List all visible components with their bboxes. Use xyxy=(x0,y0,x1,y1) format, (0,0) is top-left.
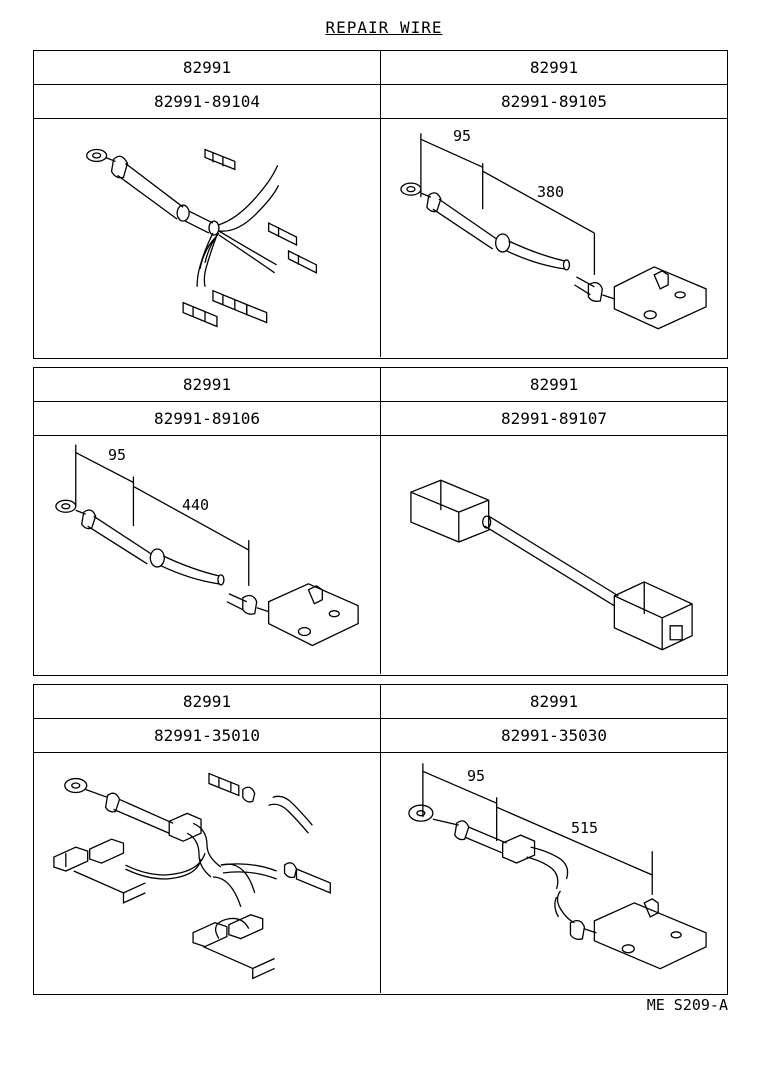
dimension-label: 95 xyxy=(467,767,486,785)
part-number-cell: 82991-35010 xyxy=(34,719,380,753)
dimension-label: 440 xyxy=(182,496,210,514)
wire-with-bracket-illustration xyxy=(34,436,380,674)
connector-wire-illustration xyxy=(381,436,727,674)
page-title: REPAIR WIRE xyxy=(325,18,443,37)
part-number-cell: 82991-89107 xyxy=(380,402,727,436)
dimension-label: 95 xyxy=(108,446,127,464)
part-number-cell: 82991-35030 xyxy=(380,719,727,753)
part-number-cell: 82991-89104 xyxy=(34,85,380,119)
code-cell: 82991 xyxy=(380,685,727,719)
panel-2: 82991 82991 82991-89106 82991-89107 xyxy=(33,367,728,676)
repair-wire-drawing: 95 440 xyxy=(34,436,380,674)
code-cell: 82991 xyxy=(34,51,380,85)
code-cell: 82991 xyxy=(380,368,727,402)
panel-1: 82991 82991 82991-89104 82991-89105 xyxy=(33,50,728,359)
panel-3: 82991 82991 82991-35010 82991-35030 xyxy=(33,684,728,995)
code-cell: 82991 xyxy=(34,368,380,402)
code-cell: 82991 xyxy=(380,51,727,85)
dimension-label: 380 xyxy=(537,183,565,201)
dimension-label: 515 xyxy=(571,819,599,837)
repair-wire-drawing xyxy=(34,753,380,993)
wire-harness-illustration xyxy=(34,119,380,357)
drawing-code: ME S209-A xyxy=(646,996,728,1014)
part-number-cell: 82991-89105 xyxy=(380,85,727,119)
repair-wire-drawing xyxy=(380,436,727,674)
repair-wire-drawing: 95 515 xyxy=(380,753,727,993)
repair-wire-drawing xyxy=(34,119,380,357)
repair-wire-drawing: 95 380 xyxy=(380,119,727,357)
wire-with-bracket-illustration xyxy=(381,119,727,357)
code-cell: 82991 xyxy=(34,685,380,719)
dimension-label: 95 xyxy=(453,127,472,145)
part-number-cell: 82991-89106 xyxy=(34,402,380,436)
wire-harness-illustration xyxy=(34,753,380,993)
wire-with-bracket-illustration xyxy=(381,753,727,993)
